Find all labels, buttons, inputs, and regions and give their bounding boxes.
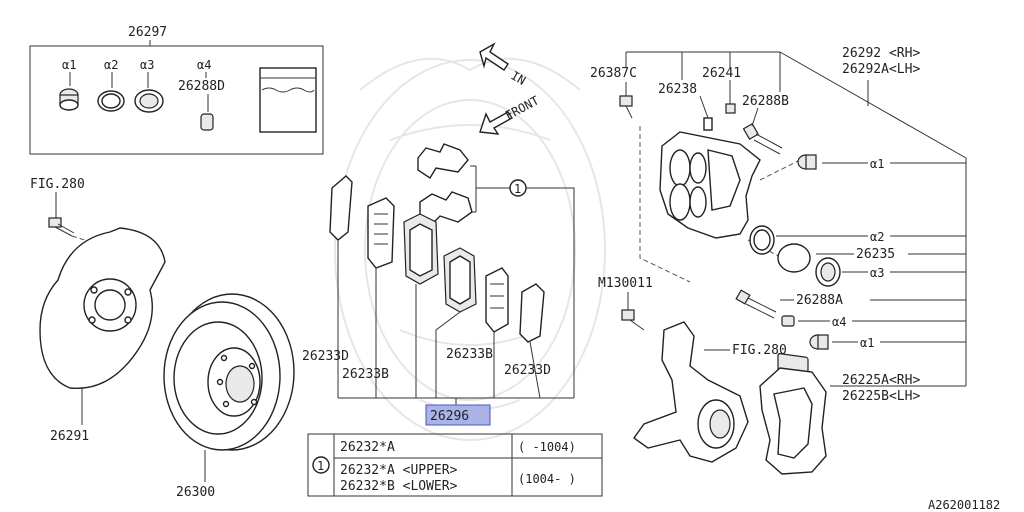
- arrow-front-icon: [479, 111, 514, 135]
- direction-in-group: IN: [479, 42, 529, 88]
- support-lh-label: 26225B<LH>: [842, 389, 920, 404]
- table-row1-range: ( -1004): [518, 440, 576, 454]
- callout-1-label: 1: [514, 182, 521, 196]
- support-rh-label: 26225A<RH>: [842, 373, 920, 388]
- caliper-bolt-icon: [619, 95, 633, 119]
- shim-d-left-label: 26233D: [302, 349, 349, 364]
- pad-kit-label: 26296: [430, 409, 469, 424]
- kit-a2-label: α2: [104, 58, 118, 72]
- piston-label: 26235: [856, 247, 895, 262]
- a4-right-label: α4: [832, 315, 846, 329]
- caliper-bolt-label: 26387C: [590, 66, 637, 81]
- a3-right-label: α3: [870, 266, 884, 280]
- dir-front-label: FRONT: [503, 93, 541, 122]
- guide-pin-a-icon: [735, 289, 777, 319]
- table-row2-part-a: 26232*A <UPPER>: [340, 463, 458, 478]
- knuckle-support-group: FIG.280 26225A<RH> 26225B<LH>: [633, 321, 967, 475]
- bolt-m-label: M130011: [598, 276, 653, 291]
- table-callout-circle: [312, 456, 330, 474]
- a1-right2-label: α1: [860, 336, 874, 350]
- caliper-group: 26387C 26241 26238 26288B 26292 <RH> 262…: [590, 46, 967, 386]
- a1-right-label: α1: [870, 157, 884, 171]
- guide-pin-b-icon: [742, 122, 783, 155]
- bolt-icon: [48, 217, 75, 237]
- pad-kit-highlight: [425, 404, 491, 426]
- piston-seal-right-icon: [749, 225, 775, 255]
- guide-pin-small-icon: [200, 113, 214, 131]
- backing-plate-label: 26291: [50, 429, 89, 444]
- backing-plate-group: FIG.280 26291: [30, 177, 166, 444]
- boot-lower-icon: [809, 334, 829, 350]
- caliper-lh-label: 26292A<LH>: [842, 62, 920, 77]
- dust-seal-right-icon: [815, 257, 841, 287]
- pad-application-table: 1 26232*A ( -1004) 26232*A <UPPER> 26232…: [307, 433, 603, 497]
- a2-right-label: α2: [870, 230, 884, 244]
- kit-a1-label: α1: [62, 58, 76, 72]
- shim-outer-right-icon: [519, 283, 545, 343]
- bleeder-label: 26241: [702, 66, 741, 81]
- shim-inner-left-icon: [367, 197, 395, 269]
- kit-box: [29, 45, 324, 155]
- table-callout-label: 1: [317, 459, 324, 473]
- rotor-label: 26300: [176, 485, 215, 500]
- arrow-in-icon: [479, 42, 509, 71]
- boot-right-icon: [797, 154, 817, 170]
- caliper-rh-label: 26292 <RH>: [842, 46, 920, 61]
- bleeder-screw-icon: [703, 103, 736, 131]
- fig280-left-label: FIG.280: [30, 177, 85, 192]
- mount-bolt-icon: [621, 309, 645, 331]
- seal-kit-group: 26297 α1 α2 α3 α4 26288D: [29, 25, 324, 155]
- pin-sleeve-icon: [781, 315, 795, 327]
- guide-pin-b-label: 26288B: [742, 94, 789, 109]
- table-row2-range: (1004- ): [518, 472, 576, 486]
- shim-outer-left-icon: [329, 175, 353, 241]
- dust-seal-icon: [134, 89, 164, 113]
- table-row2-part-b: 26232*B <LOWER>: [340, 479, 458, 494]
- reference-code: A262001182: [928, 498, 1000, 512]
- kit-a3-label: α3: [140, 58, 154, 72]
- table-row1-part: 26232*A: [340, 440, 395, 455]
- guide-pin-a-label: 26288A: [796, 293, 843, 308]
- brake-pad-outer-icon: [403, 213, 439, 285]
- pad-clip-upper-icon: [417, 143, 469, 179]
- boot-icon: [59, 88, 79, 111]
- shim-d-right-label: 26233D: [504, 363, 551, 378]
- shim-b-right-label: 26233B: [446, 347, 493, 362]
- kit-pin-label: 26288D: [178, 79, 225, 94]
- dir-in-label: IN: [509, 68, 529, 87]
- shim-b-left-label: 26233B: [342, 367, 389, 382]
- pad-kit-group: 1: [302, 143, 575, 426]
- piston-icon: [777, 243, 811, 386]
- shim-inner-right-icon: [485, 267, 509, 333]
- grease-packet-icon: [259, 67, 317, 133]
- rotor-group: 26300: [163, 293, 295, 500]
- brake-pad-inner-icon: [443, 247, 477, 313]
- fig280-right-label: FIG.280: [732, 343, 787, 358]
- kit-label: 26297: [128, 25, 167, 40]
- piston-seal-icon: [97, 90, 125, 112]
- kit-a4-label: α4: [197, 58, 211, 72]
- bleeder-cap-label: 26238: [658, 82, 697, 97]
- steering-knuckle-shape: [633, 321, 749, 463]
